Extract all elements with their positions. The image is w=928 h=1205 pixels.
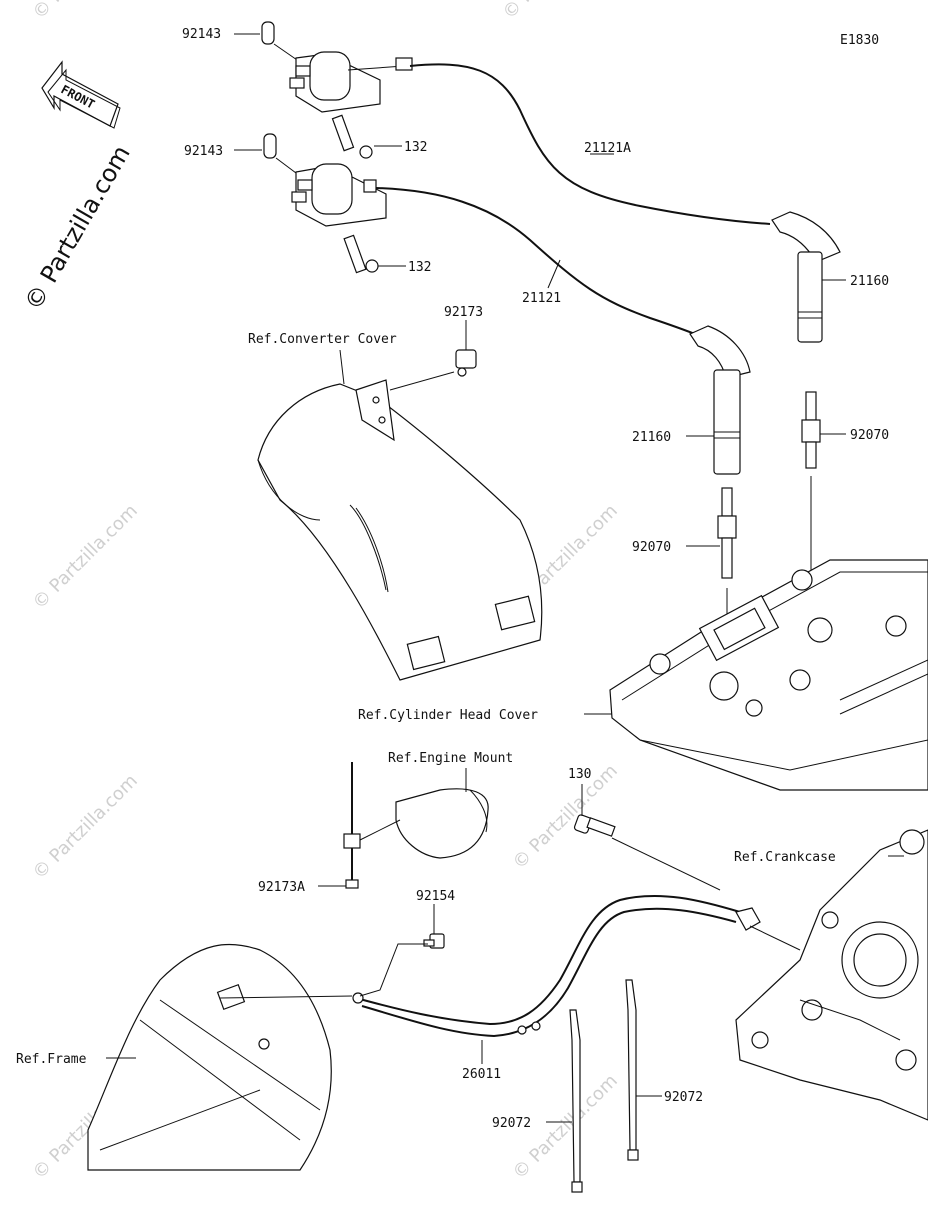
ignition-cable-21121 bbox=[375, 187, 701, 337]
front-arrow-icon: FRONT bbox=[41, 60, 121, 129]
label-92173A: 92173A bbox=[258, 880, 305, 895]
label-92154: 92154 bbox=[416, 889, 455, 904]
plug-cap-left bbox=[689, 325, 751, 475]
label-ref-engine-mount: Ref.Engine Mount bbox=[388, 751, 513, 766]
label-ref-frame: Ref.Frame bbox=[16, 1052, 87, 1067]
label-132: 132 bbox=[408, 260, 431, 275]
crankcase bbox=[735, 829, 928, 1121]
ignition-cable-21121A bbox=[409, 63, 771, 225]
ground-cable-26011 bbox=[352, 894, 761, 1038]
spark-plug-left bbox=[717, 487, 737, 690]
label-21121: 21121 bbox=[522, 291, 561, 306]
label-ref-converter-cover: Ref.Converter Cover bbox=[248, 332, 397, 347]
label-92072: 92072 bbox=[492, 1116, 531, 1131]
ignition-coil-lower bbox=[263, 133, 387, 274]
label-21160: 21160 bbox=[632, 430, 671, 445]
label-92070: 92070 bbox=[632, 540, 671, 555]
ignition-coil-upper bbox=[261, 21, 413, 159]
watermark: © Partzilla.com bbox=[29, 500, 142, 613]
plug-cap-right bbox=[771, 211, 841, 343]
cable-tie-92072-left bbox=[569, 1009, 583, 1193]
watermark-main: © Partzilla.com bbox=[19, 141, 136, 315]
watermark: © Partzilla.com bbox=[29, 0, 142, 24]
diagram-code: E1830 bbox=[840, 33, 879, 48]
cable-tie-92173A bbox=[343, 762, 361, 889]
leader-lines bbox=[106, 33, 904, 1123]
part-labels: 92143 132 92143 132 21121A 21121 21160 9… bbox=[16, 27, 889, 1131]
label-21121A: 21121A bbox=[584, 141, 631, 156]
label-130: 130 bbox=[568, 767, 591, 782]
frame bbox=[87, 943, 332, 1171]
label-92072: 92072 bbox=[664, 1090, 703, 1105]
bolt-130 bbox=[573, 814, 721, 891]
converter-cover bbox=[257, 379, 543, 681]
watermark: © Partzilla.com bbox=[29, 770, 142, 883]
label-92173: 92173 bbox=[444, 305, 483, 320]
cable-tie-92072-right bbox=[625, 979, 639, 1161]
label-92143: 92143 bbox=[184, 144, 223, 159]
label-ref-cylinder-head-cover: Ref.Cylinder Head Cover bbox=[358, 708, 538, 723]
label-26011: 26011 bbox=[462, 1067, 501, 1082]
clip-92173 bbox=[455, 349, 477, 377]
watermark: © Partzilla.com bbox=[499, 0, 612, 24]
label-ref-crankcase: Ref.Crankcase bbox=[734, 850, 836, 865]
cylinder-head-cover bbox=[609, 559, 928, 791]
label-21160: 21160 bbox=[850, 274, 889, 289]
engine-mount bbox=[395, 788, 489, 859]
label-92143: 92143 bbox=[182, 27, 221, 42]
label-92070: 92070 bbox=[850, 428, 889, 443]
watermark: © Partzilla.com bbox=[509, 760, 622, 873]
bolt-92154 bbox=[423, 933, 445, 949]
label-132: 132 bbox=[404, 140, 427, 155]
